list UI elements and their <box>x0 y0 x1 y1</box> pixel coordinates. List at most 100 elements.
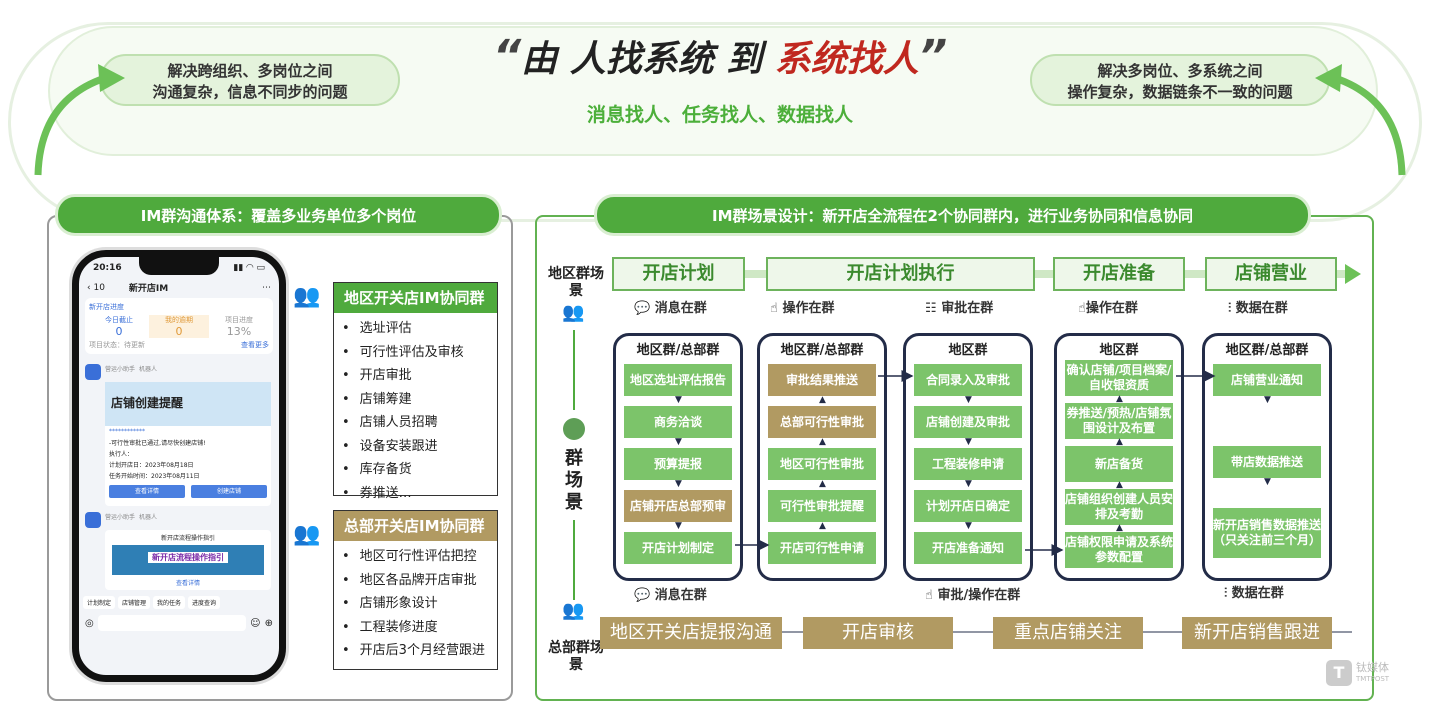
view-more-link[interactable]: 查看更多 <box>241 341 269 349</box>
right-pill: 解决多岗位、多系统之间操作复杂，数据链条不一致的问题 <box>1030 54 1330 106</box>
banner-title: 店铺创建提醒 <box>105 382 271 426</box>
back-button[interactable]: ‹ 10 <box>87 282 105 293</box>
region-scene-label: 地区群场景 <box>548 266 604 299</box>
message-text: -可行性审批已通过,请尽快创建店铺! <box>109 440 206 447</box>
guide-link[interactable]: 查看详情 <box>175 580 200 587</box>
quote-close: ” <box>918 31 948 82</box>
stage-execute: 开店计划执行 <box>766 257 1035 291</box>
hq-group-list: 总部开关店IM协同群 地区可行性评估把控地区各品牌开店审批店铺形象设计工程装修进… <box>333 510 498 670</box>
label-message: 💬 消息在群 <box>634 301 707 316</box>
group-icon: 👥 <box>562 600 585 621</box>
create-store-button[interactable]: 创建店铺 <box>191 485 267 498</box>
title-part-b: 系统找人 <box>774 39 919 80</box>
arrow-up-icon: ▲ <box>819 521 826 531</box>
flow-step: 商务洽谈 <box>624 406 732 438</box>
bottom-step-sales: 新开店销售跟进 <box>1182 617 1332 649</box>
pill-line: 解决多岗位、多系统之间 <box>1097 62 1263 80</box>
phone-time: 20:16 <box>93 263 122 273</box>
arrow-up-icon: ▲ <box>1116 437 1123 447</box>
flow-step: 开店准备通知 <box>914 532 1022 564</box>
tab-tasks[interactable]: 我的任务 <box>153 596 186 609</box>
guide-card[interactable]: 新开店流程操作指引 新开店流程操作指引 查看详情 <box>105 530 271 590</box>
label-data: ⫶ 数据在群 <box>1228 301 1288 316</box>
group-item: 工程装修进度 <box>342 616 497 640</box>
stage-plan: 开店计划 <box>612 257 745 291</box>
flow-column: 地区群/总部群审批结果推送▲总部可行性审批▲地区可行性审批▲可行性审批提醒▲开店… <box>757 333 887 581</box>
quote-open: “ <box>492 31 522 82</box>
arrow-line <box>573 330 575 410</box>
message-card: 店铺创建提醒 ************ -可行性审批已通过,请尽快创建店铺! 执… <box>105 382 271 506</box>
arrow-up-icon: ▲ <box>1116 523 1123 533</box>
voice-icon[interactable]: ◎ <box>85 617 94 629</box>
flow-step: 工程装修申请 <box>914 448 1022 480</box>
column-title: 地区群 <box>1099 343 1139 358</box>
arrow-down-icon: ▼ <box>965 437 972 447</box>
region-group-title: 地区开关店IM协同群 <box>334 283 497 313</box>
cycle-arrow-left <box>34 64 125 176</box>
plus-icon[interactable]: ⊕ <box>264 617 273 629</box>
column-title: 地区群/总部群 <box>1225 343 1309 358</box>
tab-plan[interactable]: 计划制定 <box>83 596 116 609</box>
message-input[interactable] <box>97 615 247 631</box>
bottom-step-focus: 重点店铺关注 <box>993 617 1143 649</box>
masked-text: ************ <box>109 428 145 435</box>
arrow-down-icon: ▼ <box>675 395 682 405</box>
project-status: 项目状态：待更新 <box>89 341 145 349</box>
column-title: 地区群/总部群 <box>780 343 864 358</box>
group-item: 地区可行性评估把控 <box>342 545 497 569</box>
arrow-down-icon: ▼ <box>675 521 682 531</box>
hand-pointer-icon: ☝ <box>925 588 933 603</box>
arrow-down-icon: ▼ <box>965 521 972 531</box>
guide-title: 新开店流程操作指引 <box>160 535 215 542</box>
column-title: 地区群/总部群 <box>636 343 720 358</box>
arrow-up-icon: ▲ <box>819 395 826 405</box>
left-pill: 解决跨组织、多岗位之间沟通复杂，信息不同步的问题 <box>100 54 400 106</box>
group-item: 设备安装跟进 <box>342 435 497 459</box>
label-approve-operate: ☝ 审批/操作在群 <box>925 588 1021 603</box>
flow-step: 审批结果推送 <box>768 364 876 396</box>
flow-step: 合同录入及审批 <box>914 364 1022 396</box>
flow-step: 店铺组织创建人员安排及考勤 <box>1065 489 1173 525</box>
pill-line: 沟通复杂，信息不同步的问题 <box>152 83 348 101</box>
center-icon <box>563 418 585 440</box>
more-icon[interactable]: ⋯ <box>262 282 271 293</box>
chat-title: 新开店IM <box>128 284 169 294</box>
arrow-down-icon: ▼ <box>1264 395 1271 405</box>
logo-icon: T <box>1326 660 1352 686</box>
stage-prepare: 开店准备 <box>1053 257 1185 291</box>
view-detail-button[interactable]: 查看详情 <box>109 485 185 498</box>
arrow-up-icon: ▲ <box>819 479 826 489</box>
approval-icon: ☷ <box>925 301 937 316</box>
tab-store[interactable]: 店铺管理 <box>118 596 151 609</box>
main-title: “由 人找系统 到 系统找人” <box>0 30 1440 82</box>
group-item: 地区各品牌开店审批 <box>342 569 497 593</box>
bot-avatar <box>85 512 101 528</box>
emoji-icon[interactable]: ☺ <box>250 617 261 629</box>
group-icon: 👥 <box>562 302 585 323</box>
phone-notch <box>139 257 219 275</box>
region-group-list: 地区开关店IM协同群 选址评估可行性评估及审核开店审批店铺筹建店铺人员招聘设备安… <box>333 282 498 501</box>
label-message-bottom: 💬 消息在群 <box>634 588 707 603</box>
flow-step: 开店可行性申请 <box>768 532 876 564</box>
flow-step: 店铺开店总部预审 <box>624 490 732 522</box>
column-title: 地区群 <box>948 343 988 358</box>
chart-icon: ⫶ <box>1224 586 1228 601</box>
bottom-step-review: 开店审核 <box>803 617 953 649</box>
group-item: 库存备货 <box>342 458 497 482</box>
pill-line: 解决跨组织、多岗位之间 <box>167 62 333 80</box>
stage-operate: 店铺营业 <box>1205 257 1337 291</box>
tab-progress[interactable]: 进度查询 <box>188 596 221 609</box>
flow-step: 确认店铺/项目档案/自收银资质 <box>1065 360 1173 396</box>
group-item: 店铺筹建 <box>342 388 497 412</box>
chart-icon: ⫶ <box>1228 301 1232 316</box>
arrow-up-icon: ▲ <box>819 437 826 447</box>
stage-arrow-icon <box>1345 264 1361 284</box>
flow-step: 券推送/预热/店铺氛围设计及布置 <box>1065 403 1173 439</box>
quick-tabs: 计划制定 店铺管理 我的任务 进度查询 <box>79 590 279 615</box>
flow-step: 地区可行性审批 <box>768 448 876 480</box>
